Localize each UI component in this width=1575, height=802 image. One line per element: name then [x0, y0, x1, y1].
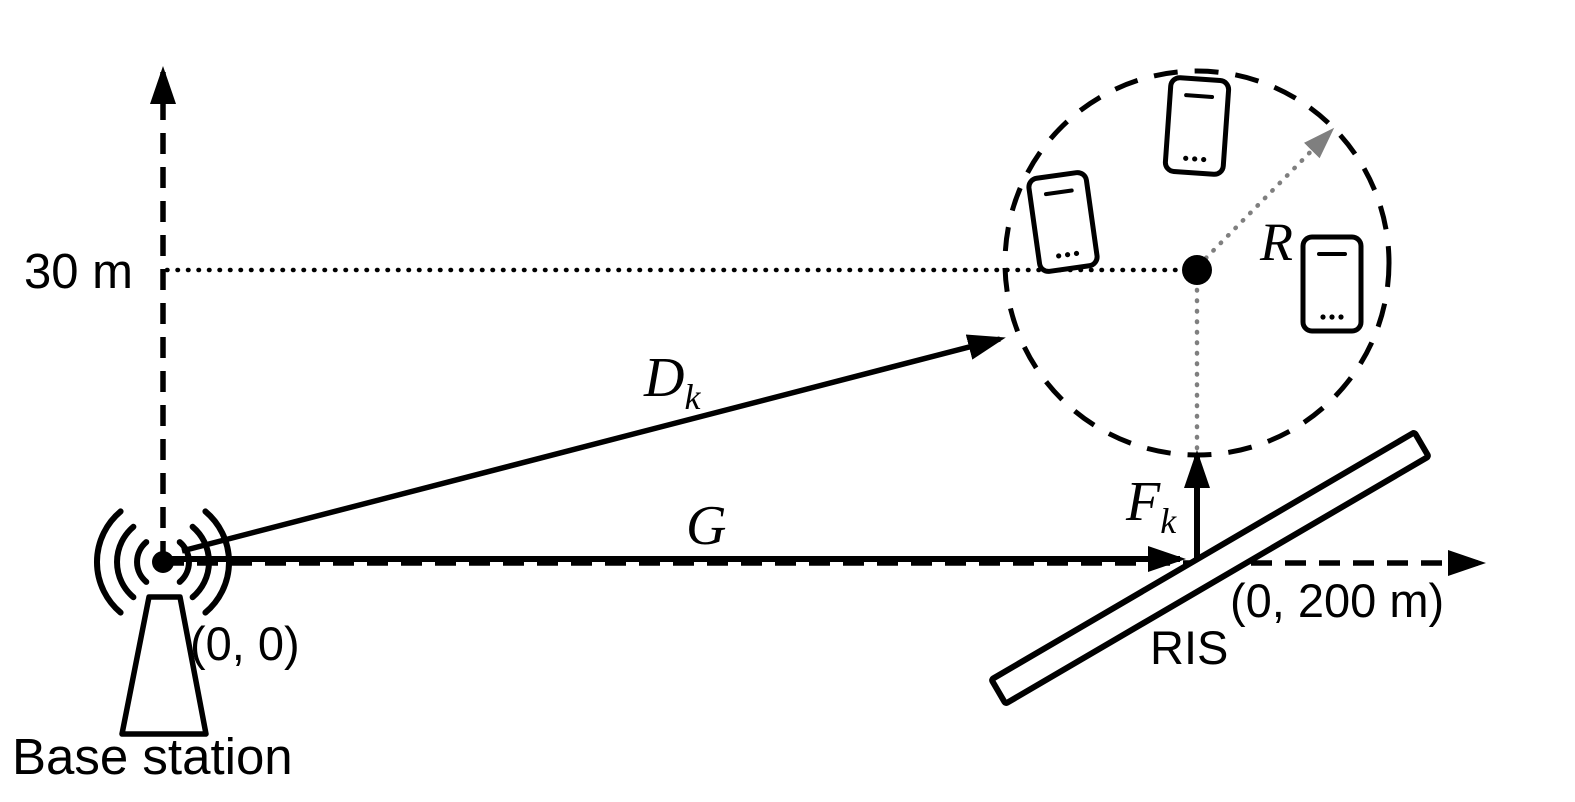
cluster-center-dot: [1182, 255, 1212, 285]
ris-user-link-label: Fk: [1125, 471, 1177, 541]
origin-label: (0, 0): [190, 617, 300, 670]
ris-panel: [989, 430, 1431, 706]
antenna-feed-dot: [152, 551, 174, 573]
cluster-radius-label: R: [1259, 212, 1293, 272]
direct-link-label: Dk: [643, 347, 701, 417]
users-cluster-circle: [1002, 68, 1392, 458]
cluster-radius-arrow: [1203, 127, 1335, 261]
bs-ris-link-label: G: [686, 495, 726, 557]
y-axis-tick-label-30m: 30 m: [24, 245, 133, 299]
antenna-waves-right: [176, 508, 233, 616]
ris-label: RIS: [1150, 621, 1228, 674]
user-phone-icon: [1165, 77, 1229, 175]
antenna-tower: [119, 594, 209, 737]
user-phone-icon: [1028, 171, 1099, 272]
x-axis-end-label: (0, 200 m): [1230, 574, 1444, 627]
base-station-label: Base station: [12, 728, 293, 785]
antenna-waves-left: [93, 508, 150, 616]
user-phone-icon: [1303, 237, 1361, 331]
base-station-icon: [93, 508, 233, 737]
direct-link-arrow: [181, 334, 1006, 554]
